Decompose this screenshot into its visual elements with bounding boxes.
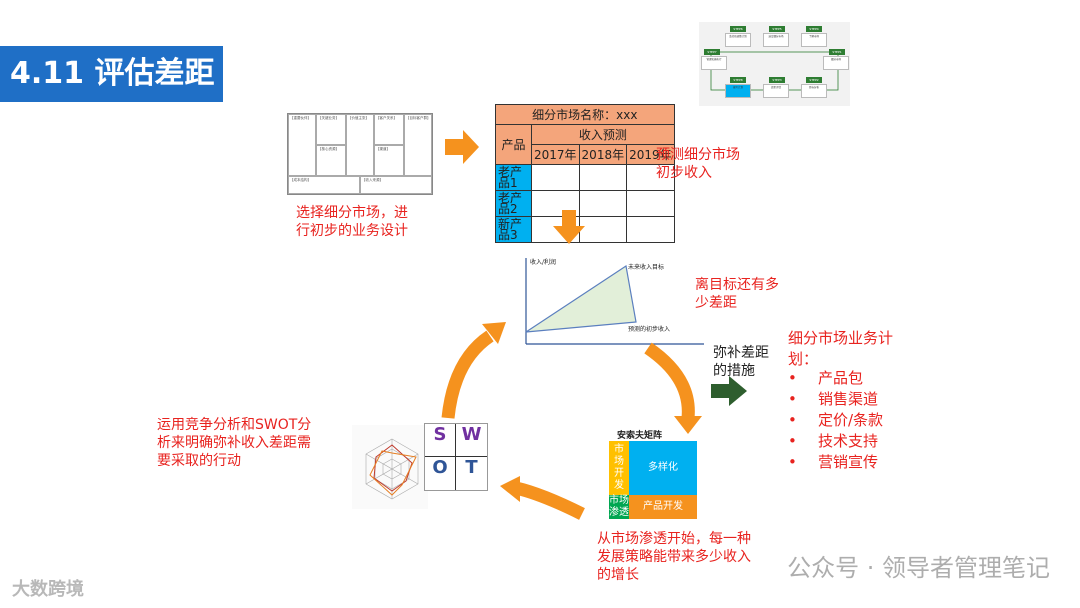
canvas-caption: 选择细分市场，进 行初步的业务设计 [296,205,408,239]
green-right-arrow [711,376,747,406]
product-row-label: 老产品2 [495,190,532,217]
ansoff-matrix: 市 场 开 发 多样化 市场 渗透 产品开发 [609,441,697,519]
canvas-cell: 【核心资源】 [316,145,346,176]
page-title: 4.11 评估差距 [0,46,223,102]
forecast-header: 收入预测 [531,124,675,145]
ansoff-diversification: 多样化 [629,441,697,495]
gap-caption: 离目标还有多 少差距 [695,277,779,311]
watermark: 公众号 · 领导者管理笔记 [787,554,1050,582]
list-item: 定价/条款 [788,410,883,431]
radar-chart-thumbnail [352,425,428,509]
canvas-cell: 【关键业务】 [316,114,346,145]
list-item: 营销宣传 [788,452,883,473]
target-label: 未来收入目标 [628,263,664,271]
gap-chart: 收入/利润 未来收入目标 预测的初步收入 [525,258,704,345]
canvas-cell: 【收入来源】 [360,176,432,194]
forecast-caption: 预测细分市场 初步收入 [656,147,740,181]
radar-caption: 运用竞争分析和SWOT分 析来明确弥补收入差距需 要采取的行动 [157,417,312,469]
canvas-cell: 【目标客户群】 [404,114,432,176]
ansoff-market-development: 市 场 开 发 [609,441,629,495]
list-item: 技术支持 [788,431,883,452]
plan-list: 产品包 销售渠道 定价/条款 技术支持 营销宣传 [788,368,883,473]
ansoff-caption: 从市场渗透开始，每一种 发展策略能带来多少收入 的增长 [597,531,751,583]
ansoff-market-penetration: 市场 渗透 [609,495,629,519]
list-item: 销售渠道 [788,389,883,410]
business-model-canvas-thumbnail: 【重要伙伴】 【关键业务】 【价值主张】 【客户关系】 【目标客户群】 【核心资… [287,113,433,195]
swot-s: S [425,424,456,457]
year-header: 2017年 [531,144,580,165]
cycle-arrows [441,322,702,520]
canvas-cell: 【重要伙伴】 [288,114,316,176]
year-header: 2018年 [578,144,628,165]
brand-logo: 大数跨境 [12,579,84,600]
canvas-cell: 【客户关系】 [374,114,404,145]
list-item: 产品包 [788,368,883,389]
product-row-label: 老产品1 [495,164,532,191]
swot-o: O [425,457,456,490]
orange-down-arrow [553,210,585,244]
product-row-label: 新产品3 [495,216,532,243]
table-header: 细分市场名称：xxx [495,104,675,125]
planning-steps-thumbnail: STEP6 STEP5 STEP4 监控和调整计划 选定细分市场 了解市场 ST… [699,22,850,106]
year-header: 2019年 [626,144,675,165]
canvas-cell: 【成本结构】 [288,176,360,194]
forecast-label: 预测的初步收入 [628,325,670,333]
swot-matrix: S W O T [424,423,488,491]
plan-title: 细分市场业务计 划： [788,329,894,368]
swot-w: W [456,424,487,457]
product-header: 产品 [495,124,532,165]
chart-ylabel: 收入/利润 [530,258,556,266]
ansoff-title: 安索夫矩阵 [617,431,663,441]
canvas-cell: 【渠道】 [374,145,404,176]
ansoff-product-development: 产品开发 [629,495,697,519]
orange-right-arrow [445,130,479,164]
canvas-cell: 【价值主张】 [346,114,374,176]
measures-label: 弥补差距 的措施 [713,345,769,379]
swot-t: T [465,457,478,478]
